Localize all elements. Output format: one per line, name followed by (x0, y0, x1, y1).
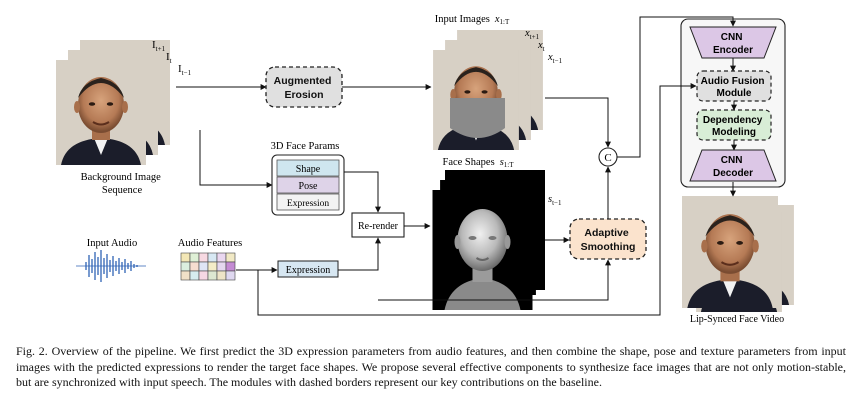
audio-fusion-module: Audio Fusion Module (696, 70, 772, 102)
audio-feature-cell (189, 252, 200, 263)
svg-text:C: C (604, 152, 611, 164)
concat-node: C (598, 147, 618, 167)
audio-feature-cell (180, 270, 191, 281)
audio-features-label: Audio Features (178, 238, 242, 249)
audio-feature-cell (216, 270, 227, 281)
bg-frame-label-t: It (166, 51, 172, 65)
pipeline-diagram: It+1 It It−1 Background Image Sequence A… (56, 14, 795, 325)
param-shape: Shape (296, 164, 321, 175)
svg-text:Audio Fusion Module: Audio Fusion Module (701, 76, 768, 99)
connectors (176, 16, 736, 316)
svg-text:Re-render: Re-render (358, 221, 399, 232)
svg-text:Adaptive Smoothing: Adaptive Smoothing (581, 227, 636, 253)
audio-feature-cell (198, 261, 209, 272)
cnn-encoder: CNN Encoder (689, 26, 777, 59)
audio-feature-cell (180, 252, 191, 263)
audio-feature-cell (189, 270, 200, 281)
audio-features-grid (180, 252, 236, 281)
face-params-group: Shape Pose Expression (271, 154, 345, 216)
dependency-modeling: Dependency Modeling (696, 109, 772, 141)
svg-text:CNN Encoder: CNN Encoder (713, 32, 753, 56)
input-audio-label: Input Audio (87, 238, 137, 249)
background-image-stack (56, 40, 170, 165)
audio-feature-cell (216, 261, 227, 272)
input-frame-label-t: xt (537, 40, 545, 53)
input-frame-label-tm1: xt−1 (547, 52, 563, 65)
shape-frame-label-t: st (536, 182, 542, 195)
caption-prefix: Fig. 2. (16, 344, 48, 358)
bg-frame-label-tm1: It−1 (178, 63, 192, 77)
svg-text:Augmented Erosion: Augmented Erosion (274, 75, 335, 101)
network-panel: CNN Encoder Audio Fusion Module Dependen… (680, 18, 786, 188)
shape-frame-label-tp1: st+1 (524, 170, 538, 183)
audio-feature-cell (207, 261, 218, 272)
input-images-stack (432, 30, 544, 150)
augmented-erosion-block: Augmented Erosion (265, 66, 343, 108)
output-image-stack (681, 196, 795, 312)
audio-feature-cell (225, 270, 236, 281)
param-pose: Pose (299, 181, 318, 192)
audio-feature-cell (198, 252, 209, 263)
face-shapes-stack (431, 170, 545, 310)
background-sequence-label: Background Image Sequence (81, 172, 164, 196)
rerender-block: Re-render (351, 212, 405, 238)
face-params-title: 3D Face Params (271, 141, 340, 152)
audio-feature-cell (189, 261, 200, 272)
mouth-mask (450, 98, 505, 138)
audio-feature-cell (225, 252, 236, 263)
audio-feature-cell (207, 270, 218, 281)
shape-frame-label-tm1: st−1 (548, 194, 562, 207)
param-expression: Expression (287, 199, 329, 209)
audio-feature-cell (198, 270, 209, 281)
svg-text:CNN Decoder: CNN Decoder (713, 155, 753, 179)
figure-caption: Fig. 2. Overview of the pipeline. We fir… (16, 344, 846, 391)
audio-feature-cell (207, 252, 218, 263)
caption-text: Overview of the pipeline. We first predi… (16, 344, 847, 389)
expression-block: Expression (277, 260, 339, 278)
audio-waveform (76, 250, 146, 282)
audio-feature-cell (216, 252, 227, 263)
audio-feature-cell (225, 261, 236, 272)
svg-text:Dependency Modeling: Dependency Modeling (703, 115, 765, 138)
output-label: Lip-Synced Face Video (690, 314, 784, 325)
bg-frame-label-tp1: It+1 (152, 39, 166, 53)
cnn-decoder: CNN Decoder (689, 149, 777, 182)
audio-feature-cell (180, 261, 191, 272)
input-frame-label-tp1: xt+1 (524, 28, 540, 41)
svg-text:Expression: Expression (286, 265, 330, 276)
adaptive-smoothing-block: Adaptive Smoothing (569, 218, 647, 260)
